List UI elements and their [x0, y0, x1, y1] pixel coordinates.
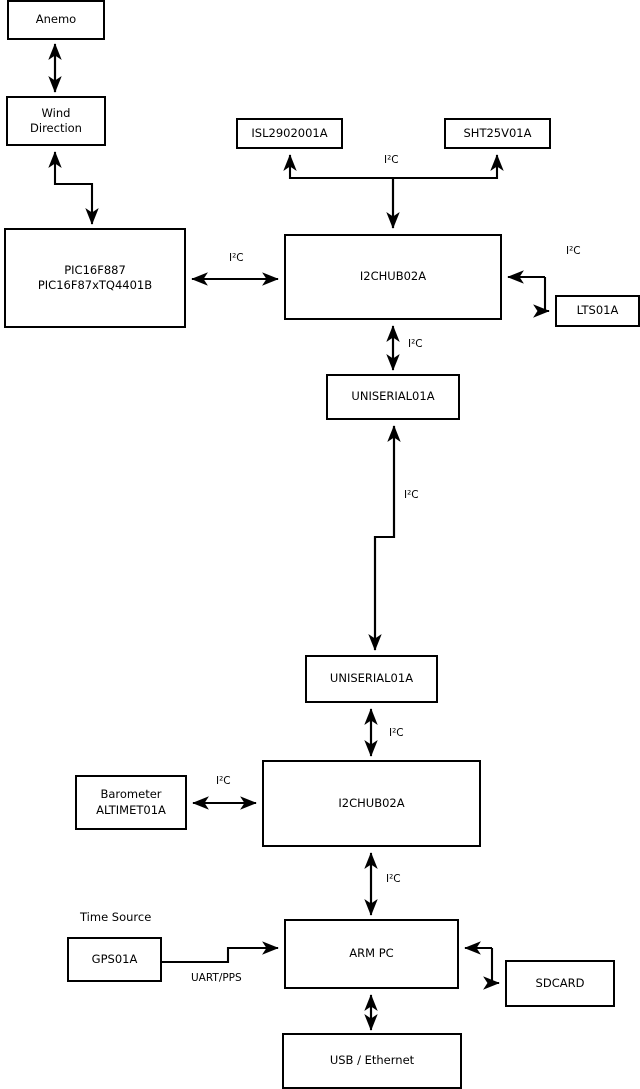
edge-label-hubbot-armpc: I²C: [385, 873, 402, 885]
edge-label-pic-hub: I²C: [228, 252, 245, 264]
node-barometer-altimet01a[interactable]: Barometer ALTIMET01A: [75, 775, 187, 830]
edge-armpc-sdcard: [464, 941, 500, 990]
edge-hub-sensors: [283, 154, 504, 229]
node-wind-direction[interactable]: Wind Direction: [6, 96, 106, 146]
edge-label-uniserial2-hubbot: I²C: [388, 727, 405, 739]
node-uniserial01a-lower[interactable]: UNISERIAL01A: [305, 655, 438, 703]
edge-label-hub-sensors: I²C: [383, 154, 400, 166]
edge-gps-armpc: [162, 941, 279, 964]
edge-label-gps-armpc: UART/PPS: [190, 972, 243, 984]
edge-wind-pic: [48, 151, 99, 225]
edge-label-hub-lts: I²C: [565, 245, 582, 257]
label-time-source: Time Source: [80, 910, 152, 924]
node-arm-pc[interactable]: ARM PC: [284, 919, 459, 989]
edge-label-uniserial1-uniserial2: I²C: [403, 489, 420, 501]
edge-uniserial1-uniserial2: [368, 425, 401, 651]
node-pic-mcu[interactable]: PIC16F887 PIC16F87xTQ4401B: [4, 228, 186, 328]
node-lts01a[interactable]: LTS01A: [555, 295, 640, 327]
node-sdcard[interactable]: SDCARD: [505, 960, 615, 1007]
node-i2chub02a-top[interactable]: I2CHUB02A: [284, 234, 502, 320]
node-uniserial01a-upper[interactable]: UNISERIAL01A: [326, 374, 460, 420]
node-gps01a[interactable]: GPS01A: [67, 937, 162, 982]
node-i2chub02a-bottom[interactable]: I2CHUB02A: [262, 760, 481, 847]
edge-label-hub-uniserial1: I²C: [407, 338, 424, 350]
edge-hub-lts: [507, 270, 550, 318]
node-sht25v01a[interactable]: SHT25V01A: [444, 118, 551, 149]
node-usb-ethernet[interactable]: USB / Ethernet: [282, 1033, 462, 1089]
edge-label-barometer-hubbot: I²C: [215, 775, 232, 787]
node-anemo[interactable]: Anemo: [7, 0, 105, 40]
node-isl2902001a[interactable]: ISL2902001A: [236, 118, 343, 149]
